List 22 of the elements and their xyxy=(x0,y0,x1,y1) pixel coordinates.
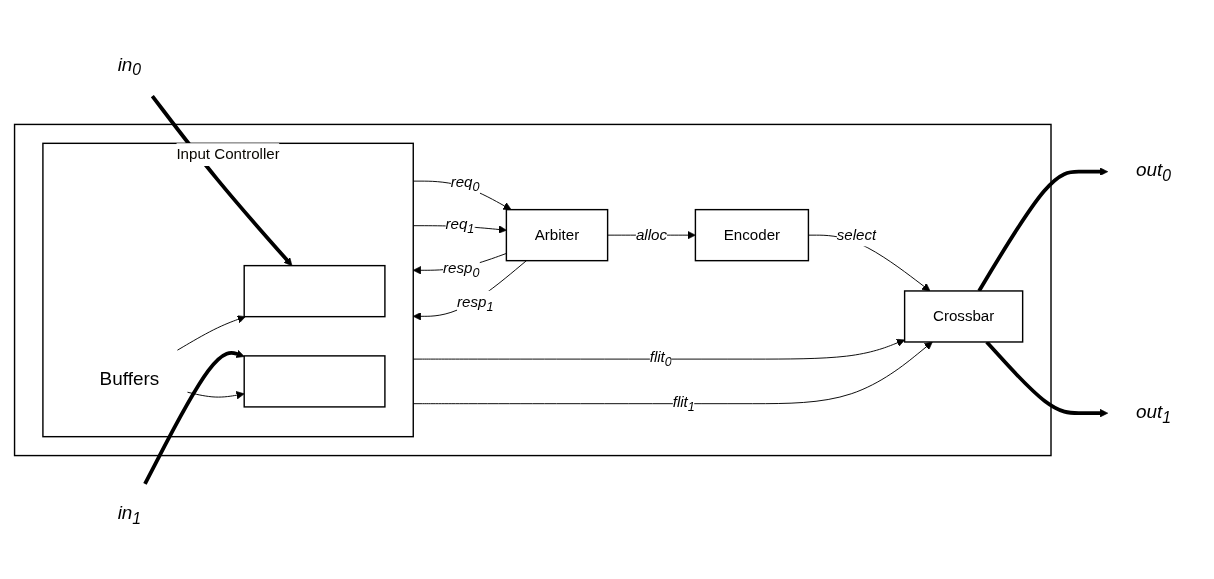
node-text: out$_{0}$ xyxy=(1136,158,1172,185)
node-box: Crossbar xyxy=(903,289,1024,343)
arrow xyxy=(985,340,1109,417)
edge-label: req$_{0}$ xyxy=(450,173,480,194)
arrow xyxy=(150,94,293,266)
arrow xyxy=(977,167,1109,292)
node-text: Buffers xyxy=(99,367,160,389)
node-bar xyxy=(243,264,386,317)
node-bar xyxy=(243,354,386,408)
edge-label: alloc xyxy=(635,226,668,243)
edge-label: flit$_{0}$ xyxy=(649,348,672,369)
node-text: in$_{1}$ xyxy=(117,501,142,527)
node-box: Encoder xyxy=(694,208,810,261)
node-box: Arbiter xyxy=(505,208,609,261)
edge-label: req$_{1}$ xyxy=(445,215,475,236)
edge-label: select xyxy=(836,226,877,243)
edge-label: resp$_{1}$ xyxy=(457,292,494,313)
cluster xyxy=(13,123,1052,456)
node-text: in$_{0}$ xyxy=(117,53,142,79)
edge-label: flit$_{1}$ xyxy=(672,393,695,414)
node-text: out$_{1}$ xyxy=(1136,400,1172,426)
edge-label: resp$_{0}$ xyxy=(442,259,480,280)
